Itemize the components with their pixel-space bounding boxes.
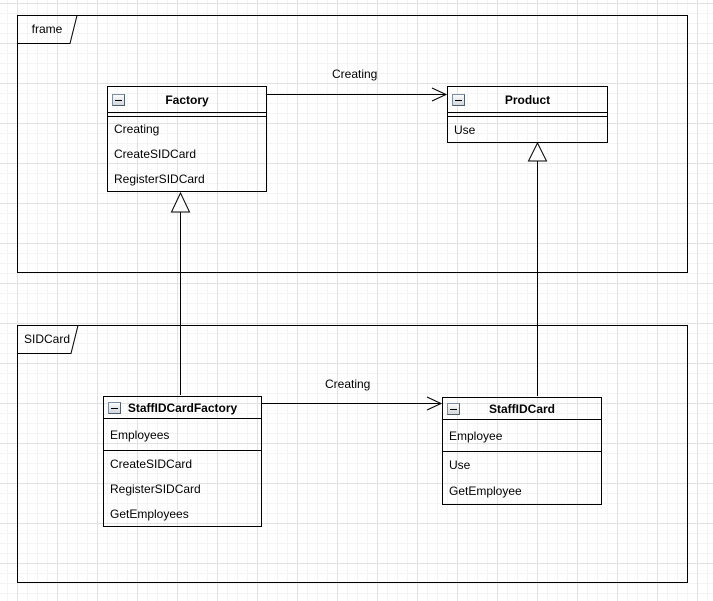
edge-staff-factory-creates-staff-card[interactable] <box>262 396 443 411</box>
frame-frame[interactable] <box>17 15 688 273</box>
collapse-minus-icon[interactable] <box>452 93 465 106</box>
class-title: Product <box>504 92 551 107</box>
sidcard-tab-outline <box>17 325 79 354</box>
methods-compartment: CreateSIDCard RegisterSIDCard GetEmploye… <box>104 451 261 526</box>
frame-tab-outline <box>17 15 78 44</box>
collapse-minus-icon[interactable] <box>112 93 125 106</box>
class-factory[interactable]: Factory Creating CreateSIDCard RegisterS… <box>107 86 267 192</box>
edge-label-creating-bottom[interactable]: Creating <box>325 377 371 391</box>
class-staff-card-title-row[interactable]: StaffIDCard <box>443 398 601 420</box>
methods-compartment: Use GetEmployee <box>443 452 601 504</box>
empty-attributes-compartment[interactable] <box>448 113 607 117</box>
open-arrowhead-icon <box>426 396 443 411</box>
method-row[interactable]: RegisterSIDCard <box>114 171 205 186</box>
collapse-minus-icon[interactable] <box>108 401 121 414</box>
method-row[interactable]: GetEmployees <box>110 506 189 521</box>
class-staff-id-card-factory[interactable]: StaffIDCardFactory Employees CreateSIDCa… <box>103 396 262 527</box>
method-row[interactable]: Creating <box>114 122 160 137</box>
frame-sidcard-label[interactable]: SIDCard <box>23 332 70 346</box>
frame-frame-label[interactable]: frame <box>31 22 63 36</box>
method-row[interactable]: GetEmployee <box>449 484 522 498</box>
generalization-triangle-icon <box>527 141 548 162</box>
empty-attributes-compartment[interactable] <box>108 113 266 117</box>
collapse-minus-icon[interactable] <box>447 402 460 415</box>
open-arrowhead-icon <box>431 87 448 102</box>
class-title: StaffIDCard <box>488 401 555 416</box>
class-staff-factory-title-row[interactable]: StaffIDCardFactory <box>104 397 261 419</box>
edge-label-creating-top[interactable]: Creating <box>332 67 378 81</box>
class-title: StaffIDCardFactory <box>127 400 238 415</box>
edge-staff-card-generalizes-product[interactable] <box>527 141 548 396</box>
method-row[interactable]: Use <box>449 458 471 472</box>
class-product[interactable]: Product Use <box>447 86 608 143</box>
method-row[interactable]: CreateSIDCard <box>110 456 193 471</box>
method-row[interactable]: RegisterSIDCard <box>110 481 201 496</box>
methods-compartment: Use <box>448 117 607 142</box>
frame-sidcard[interactable] <box>17 325 688 583</box>
method-row[interactable]: Use <box>454 122 476 137</box>
class-staff-id-card[interactable]: StaffIDCard Employee Use GetEmployee <box>442 397 602 505</box>
edge-factory-creates-product[interactable] <box>267 87 448 102</box>
methods-compartment: Creating CreateSIDCard RegisterSIDCard <box>108 117 266 191</box>
method-row[interactable]: CreateSIDCard <box>114 147 197 161</box>
edge-staff-factory-generalizes-factory[interactable] <box>170 191 191 395</box>
class-product-title-row[interactable]: Product <box>448 87 607 113</box>
attribute-row[interactable]: Employees <box>104 419 261 451</box>
class-title: Factory <box>165 92 209 107</box>
generalization-triangle-icon <box>170 191 191 213</box>
class-factory-title-row[interactable]: Factory <box>108 87 266 113</box>
attribute-row[interactable]: Employee <box>443 420 601 452</box>
